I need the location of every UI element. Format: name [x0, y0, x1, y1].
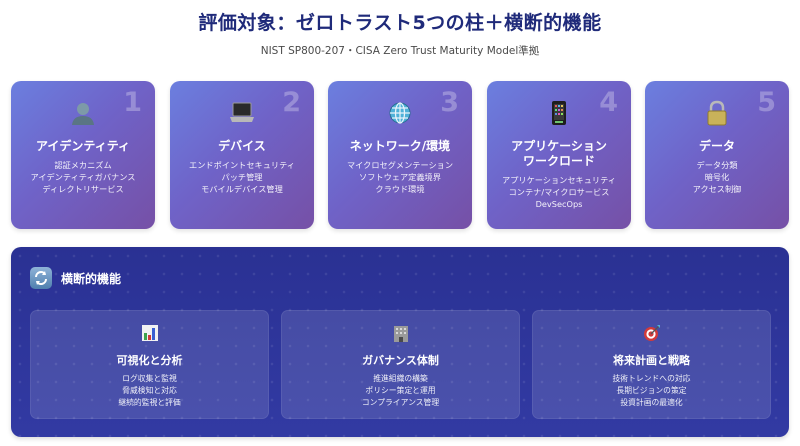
pillar-item: エンドポイントセキュリティ [189, 160, 295, 170]
function-item: ポリシー策定と運用 [365, 386, 436, 395]
pillar-item: DevSecOps [535, 199, 583, 209]
bar-chart-icon [31, 323, 268, 343]
pillar-title-line2: ワークロード [522, 154, 595, 168]
function-title: ガバナンス体制 [362, 354, 439, 367]
pillar-card-network: 3 ネットワーク/環境 マイクロセグメンテーション ソフトウェア定義境界 クラウ… [328, 81, 472, 229]
mobile-phone-icon [487, 99, 631, 127]
pillar-description: 認証メカニズム アイデンティティガバナンス ディレクトリサービス [11, 159, 155, 195]
pillar-description: マイクロセグメンテーション ソフトウェア定義境界 クラウド環境 [328, 159, 472, 195]
pillar-description: アプリケーションセキュリティ コンテナ/マイクロサービス DevSecOps [487, 174, 631, 210]
pillar-item: マイクロセグメンテーション [346, 160, 454, 170]
padlock-icon [645, 99, 789, 127]
pillar-title: データ [698, 139, 735, 153]
function-description: ログ収集と監視 脅威検知と対応 継続的監視と評価 [31, 373, 268, 409]
function-item: 継続的監視と評価 [118, 398, 181, 407]
pillar-number: 3 [440, 87, 459, 118]
function-title: 可視化と分析 [116, 354, 183, 367]
pillar-item: パッチ管理 [221, 172, 263, 182]
pillar-card-data: 5 データ データ分類 暗号化 アクセス制御 [645, 81, 789, 229]
pillar-item: 暗号化 [704, 172, 730, 182]
page-title: 評価対象：ゼロトラスト5つの柱＋横断的機能 [198, 12, 602, 34]
pillar-item: データ分類 [696, 160, 738, 170]
function-item: 脅威検知と対応 [122, 386, 177, 395]
cross-functions-title: 横断的機能 [61, 271, 122, 286]
globe-icon [328, 99, 472, 127]
pillar-item: ディレクトリサービス [42, 184, 124, 194]
function-description: 技術トレンドへの対応 長期ビジョンの策定 投資計画の最適化 [533, 373, 770, 409]
pillar-title: デバイス [218, 139, 266, 153]
pillar-title: ネットワーク/環境 [349, 139, 451, 153]
pillar-card-device: 2 デバイス エンドポイントセキュリティ パッチ管理 モバイルデバイス管理 [170, 81, 314, 229]
pillar-number: 4 [599, 87, 618, 118]
pillar-number: 5 [757, 87, 776, 118]
pillar-description: エンドポイントセキュリティ パッチ管理 モバイルデバイス管理 [170, 159, 314, 195]
pillar-card-application-workload: 4 アプリケーション ワークロード アプリケーションセキュリティ コンテナ/マイ… [487, 81, 631, 229]
function-description: 推進組織の構築 ポリシー策定と運用 コンプライアンス管理 [282, 373, 519, 409]
pillar-item: ソフトウェア定義境界 [359, 172, 441, 182]
pillar-description: データ分類 暗号化 アクセス制御 [645, 159, 789, 195]
laptop-icon [170, 99, 314, 127]
function-item: 推進組織の構築 [373, 374, 428, 383]
pillar-number: 1 [123, 87, 142, 118]
function-item: 長期ビジョンの策定 [616, 386, 687, 395]
pillar-item: 認証メカニズム [54, 160, 112, 170]
pillar-title: アプリケーション [511, 139, 607, 153]
person-silhouette-icon [11, 99, 155, 127]
pillar-card-identity: 1 アイデンティティ 認証メカニズム アイデンティティガバナンス ディレクトリサ… [11, 81, 155, 229]
pillar-number: 2 [282, 87, 301, 118]
pillar-item: アイデンティティガバナンス [30, 172, 136, 182]
office-building-icon [282, 323, 519, 343]
cross-functions-panel: 横断的機能 可視化と分析 ログ収集と監視 脅威検知と対応 継続的監視と評価 [11, 247, 789, 437]
function-card-future-strategy: 将来計画と戦略 技術トレンドへの対応 長期ビジョンの策定 投資計画の最適化 [532, 310, 771, 419]
pillar-item: クラウド環境 [375, 184, 425, 194]
function-title: 将来計画と戦略 [613, 354, 690, 367]
page-subtitle: NIST SP800-207・CISA Zero Trust Maturity … [260, 45, 540, 57]
pillar-item: アクセス制御 [692, 184, 742, 194]
pillars-row: 1 アイデンティティ 認証メカニズム アイデンティティガバナンス ディレクトリサ… [11, 81, 789, 229]
pillar-item: コンテナ/マイクロサービス [508, 187, 610, 197]
pillar-item: モバイルデバイス管理 [201, 184, 283, 194]
function-item: コンプライアンス管理 [361, 398, 440, 407]
target-dart-icon [533, 323, 770, 343]
cross-functions-header: 横断的機能 [30, 267, 121, 289]
pillar-title: アイデンティティ [36, 139, 130, 153]
refresh-arrows-icon [30, 267, 52, 289]
function-card-visualization: 可視化と分析 ログ収集と監視 脅威検知と対応 継続的監視と評価 [30, 310, 269, 419]
function-item: 投資計画の最適化 [620, 398, 683, 407]
function-item: 技術トレンドへの対応 [612, 374, 691, 383]
function-item: ログ収集と監視 [122, 374, 177, 383]
pillar-item: アプリケーションセキュリティ [502, 175, 616, 185]
function-card-governance: ガバナンス体制 推進組織の構築 ポリシー策定と運用 コンプライアンス管理 [281, 310, 520, 419]
